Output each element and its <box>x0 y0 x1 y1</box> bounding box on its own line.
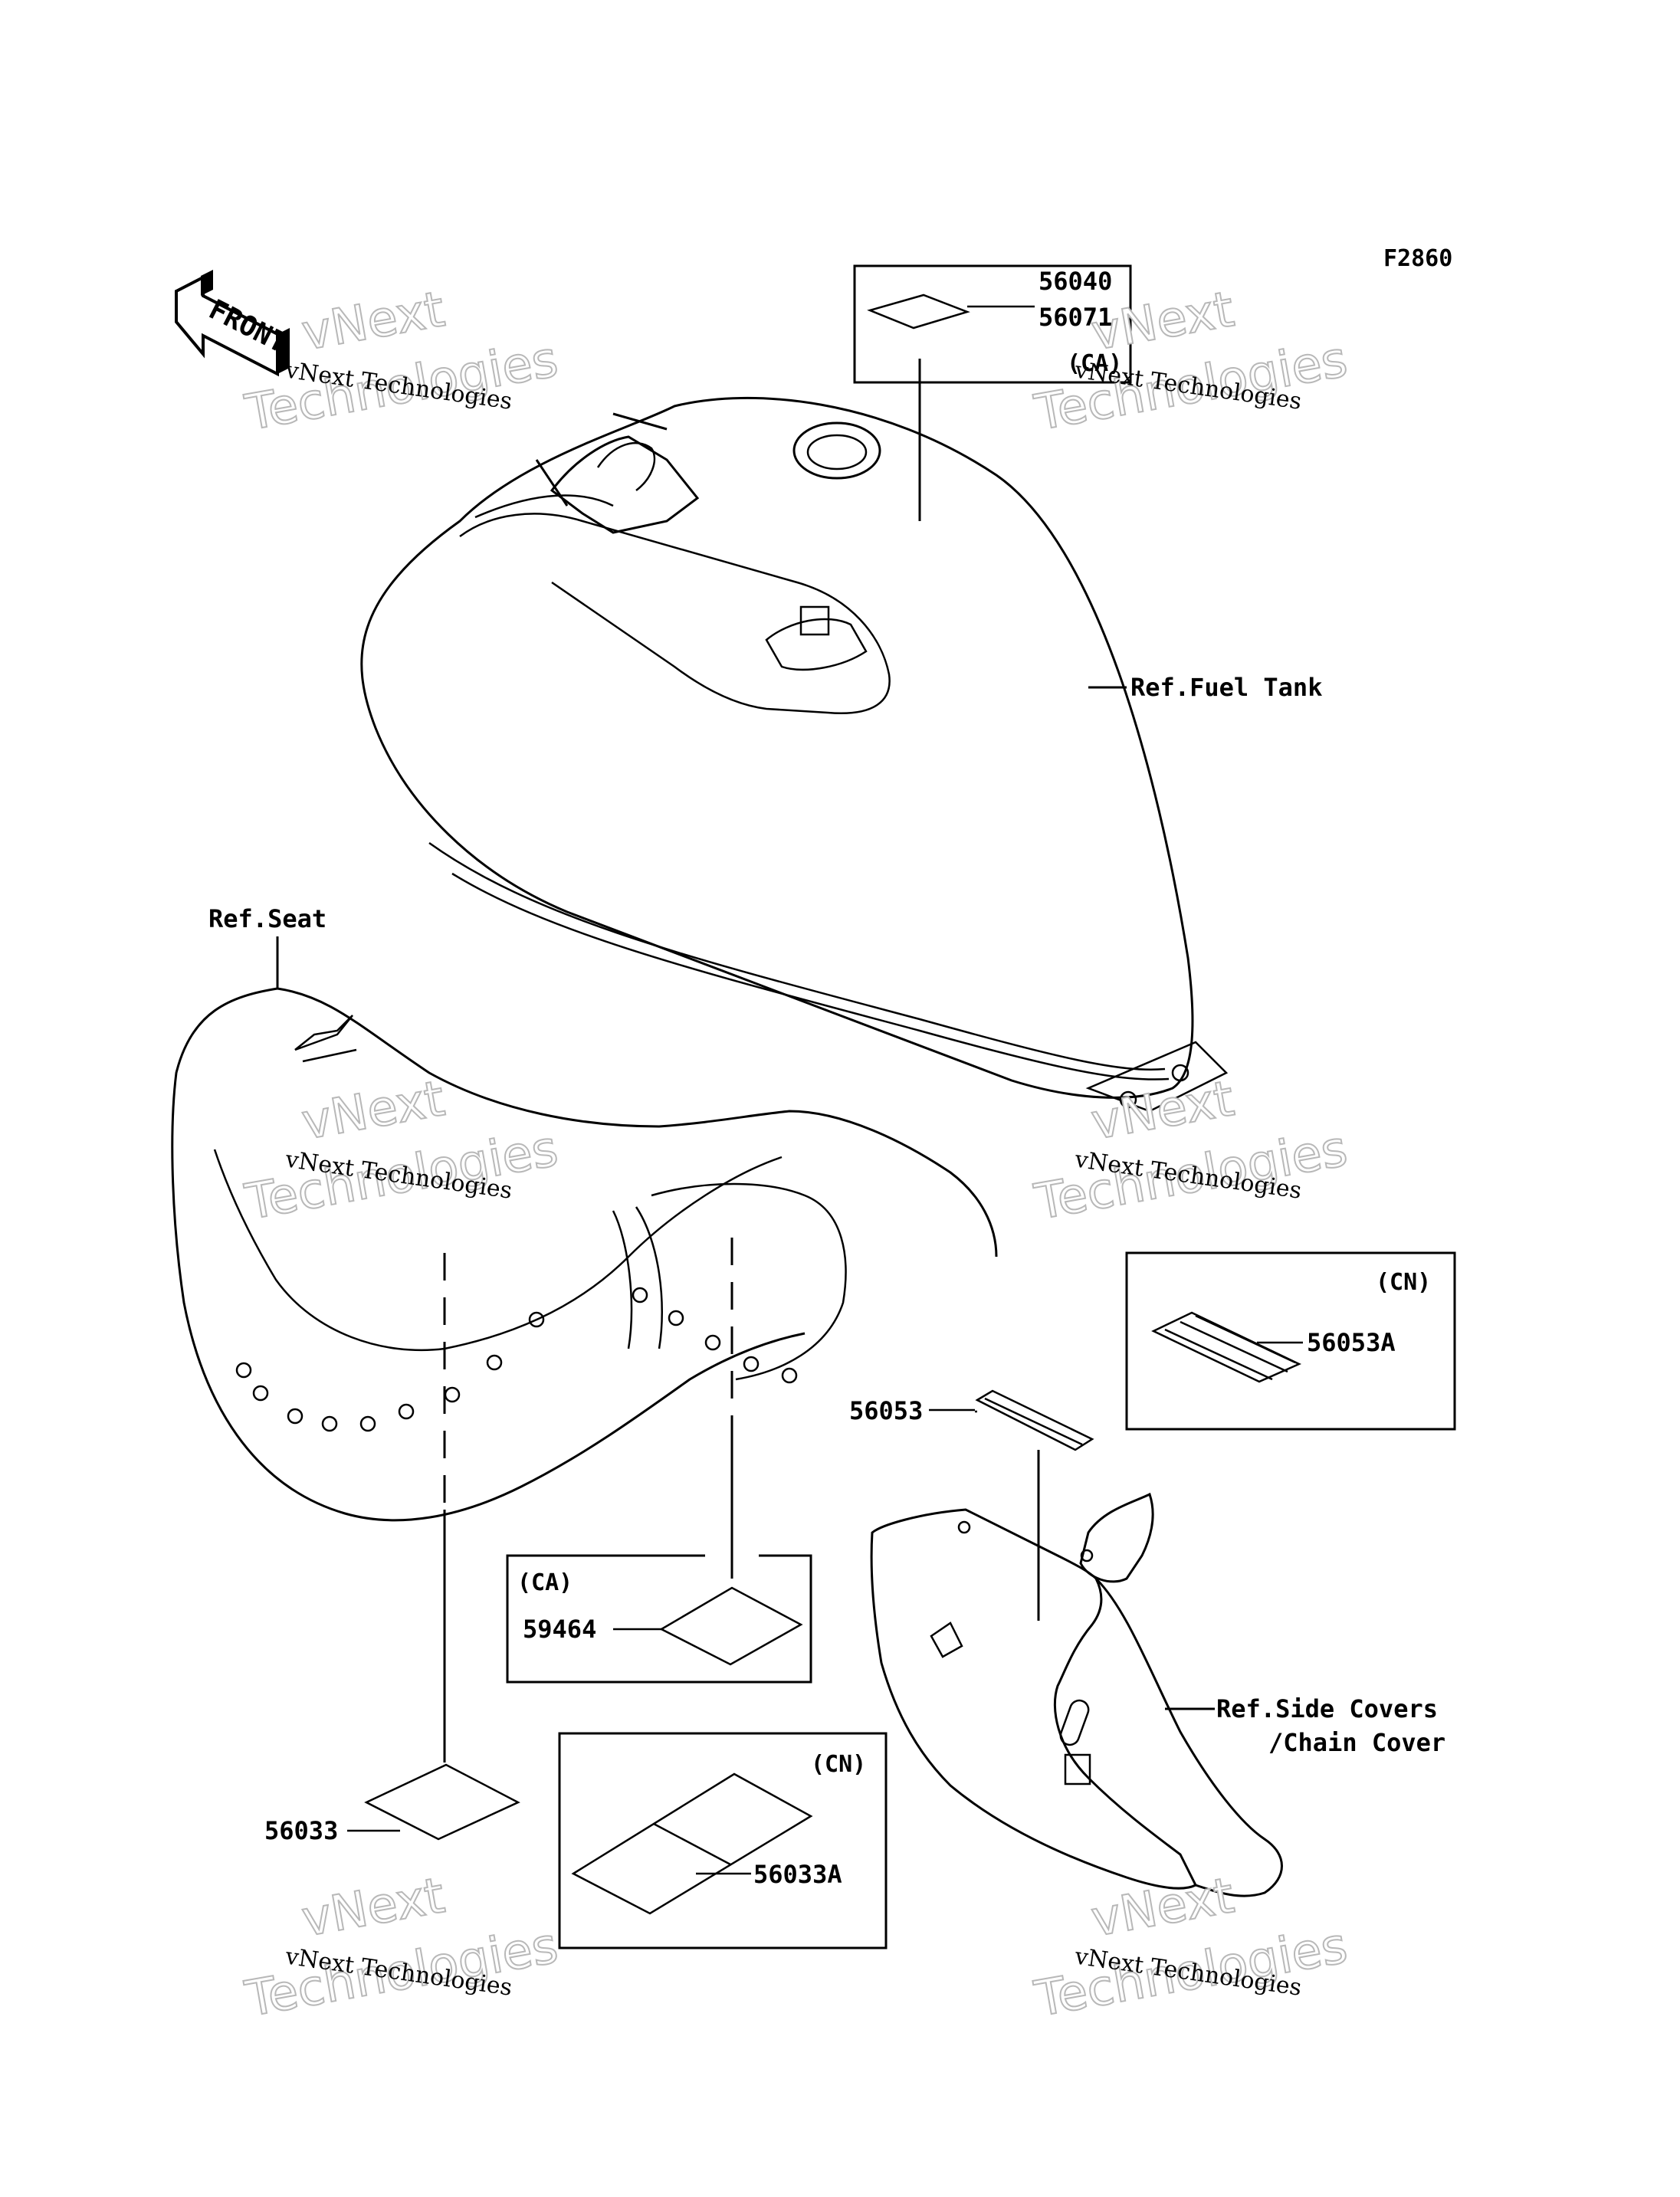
part-number-56053: 56053 <box>849 1396 923 1425</box>
ref-side-covers-label: Ref.Side Covers <box>1216 1694 1438 1723</box>
part-number-56033A: 56033A <box>753 1860 842 1889</box>
fuel-tank-drawing: Ref.Fuel Tank <box>360 396 1322 1113</box>
watermark-3: vNext Technologies vNext Technologies <box>241 1070 563 1232</box>
watermark-1: vNext Technologies vNext Technologies <box>241 280 563 443</box>
front-arrow-icon: FRONT <box>175 270 292 377</box>
part-number-56053A: 56053A <box>1307 1328 1396 1357</box>
watermark-brand-top: vNext <box>298 281 449 362</box>
label-box-56040: 56040 56071 (CA) <box>853 264 1132 521</box>
tag-cn-right: (CN) <box>1376 1269 1431 1296</box>
watermark-6: vNext Technologies vNext Technologies <box>1030 1867 1353 2029</box>
part-number-56033: 56033 <box>264 1816 338 1845</box>
watermark-brand-top: vNext <box>298 1071 449 1151</box>
ref-seat-label: Ref.Seat <box>208 904 326 933</box>
diagram-code: F2860 <box>1383 245 1452 272</box>
seat-drawing: Ref.Seat <box>171 904 998 1763</box>
watermark-5: vNext Technologies vNext Technologies <box>241 1867 563 2029</box>
label-box-56053A: (CN) 56053A <box>1125 1251 1456 1431</box>
ref-fuel-tank-label: Ref.Fuel Tank <box>1130 673 1322 702</box>
part-number-56071: 56071 <box>1039 303 1112 332</box>
side-cover-drawing: 56053 Ref.Side Covers /Chain Cover <box>849 1389 1445 1897</box>
tag-ca-mid: (CA) <box>517 1569 573 1596</box>
decal-56033: 56033 <box>264 1763 520 1845</box>
label-box-56033A: (CN) 56033A <box>558 1732 888 1949</box>
part-number-59464: 59464 <box>523 1615 596 1644</box>
tag-cn-bottom: (CN) <box>811 1751 866 1778</box>
label-box-59464: (CA) 59464 <box>506 1554 812 1684</box>
ref-chain-cover-label: /Chain Cover <box>1268 1728 1445 1757</box>
watermark-brand-top: vNext <box>1088 1071 1239 1151</box>
watermark-brand-top: vNext <box>1088 1867 1239 1948</box>
tag-ca-top: (CA) <box>1067 350 1122 377</box>
watermark-brand-top: vNext <box>298 1867 449 1948</box>
part-number-56040: 56040 <box>1039 267 1112 296</box>
